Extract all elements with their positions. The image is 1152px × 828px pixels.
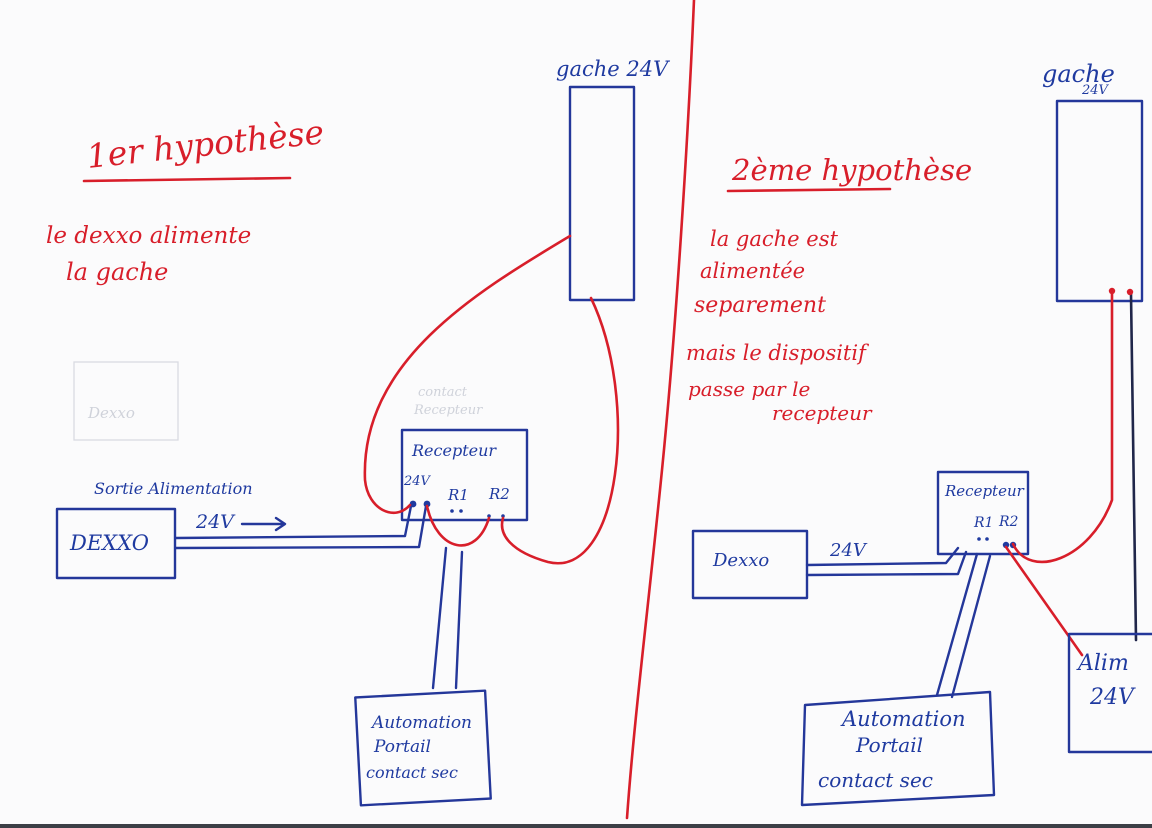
right-dark-wire-gache-to-alim [1129,292,1138,642]
left-red-wire-r1 [425,504,491,547]
right-note-line1: la gache est [710,227,838,251]
right-automation-line3: contact sec [818,768,933,792]
left-dexxo-box [55,507,177,580]
left-hypothesis: 1er hypothèse le dexxo alimente la gache… [46,57,670,807]
svg-text:Dexxo: Dexxo [87,404,135,422]
right-title: 2ème hypothèse [731,153,972,187]
left-dexxo-label: DEXXO [69,531,149,555]
left-automation-box [354,689,492,807]
right-automation-box [800,690,996,807]
right-r2-label: R2 [998,514,1019,530]
right-gache-box [1055,99,1144,303]
right-title-underline [726,187,892,193]
left-red-wire-gache-return [500,296,620,565]
left-r1-label: R1 [447,486,469,504]
divider-line [625,0,696,820]
left-gache-box [568,85,636,302]
right-alim-box [1067,632,1152,754]
left-gache-label: gache 24V [556,57,670,81]
scanner-edge [0,824,1152,828]
right-note-line6: recepteur [772,401,873,425]
right-note-line3: separement [694,293,826,318]
svg-text:contact: contact [418,385,468,400]
left-receiver-box [400,428,529,522]
left-dexxo-to-receiver-wire [174,504,428,550]
left-automation-line1: Automation [370,713,472,733]
right-gache-terminal-dark [1126,288,1134,296]
right-red-wire-r2-to-gache [1011,290,1114,564]
left-red-wire-to-gache [363,234,572,515]
right-dexxo-label: Dexxo [712,550,769,571]
right-receiver-to-automation-wire [935,552,992,699]
left-automation-line3: contact sec [366,763,458,782]
left-arrow-icon [240,516,287,532]
left-note-line1: le dexxo alimente [46,223,251,249]
right-automation-line2: Portail [855,733,923,757]
right-dexxo-to-receiver-wire [805,546,968,577]
right-note-line4: mais le dispositif [686,341,869,365]
right-gache-terminal-red [1108,287,1116,295]
right-hypothesis: 2ème hypothèse la gache est alimentée se… [686,60,1152,807]
left-title-underline [82,176,292,183]
right-gache-label-1: gache [1042,60,1115,88]
right-receiver-label: Recepteur [944,482,1025,500]
left-output-label: Sortie Alimentation [94,479,253,498]
right-terminals [977,537,1017,549]
right-note-line2: alimentée [700,259,805,283]
left-automation-line2: Portail [373,737,431,757]
right-note-line5: passe par le [688,377,810,401]
right-alim-line1: Alim [1076,651,1129,676]
bleed-through: Dexxo contact Recepteur [73,361,483,441]
right-voltage-label: 24V [829,540,868,561]
left-note-line2: la gache [66,258,168,286]
left-receiver-label: Recepteur [411,441,497,460]
right-gache-label-2: 24V [1081,83,1110,98]
left-voltage-label: 24V [195,511,236,533]
right-receiver-box [936,470,1030,556]
right-automation-line1: Automation [840,707,966,731]
left-r2-label: R2 [488,485,510,503]
right-alim-line2: 24V [1089,685,1136,710]
svg-text:Recepteur: Recepteur [413,403,483,418]
left-title: 1er hypothèse [85,112,326,176]
right-r1-label: R1 [973,515,993,531]
left-receiver-24v: 24V [403,474,432,489]
left-receiver-to-automation-wire [431,546,464,690]
